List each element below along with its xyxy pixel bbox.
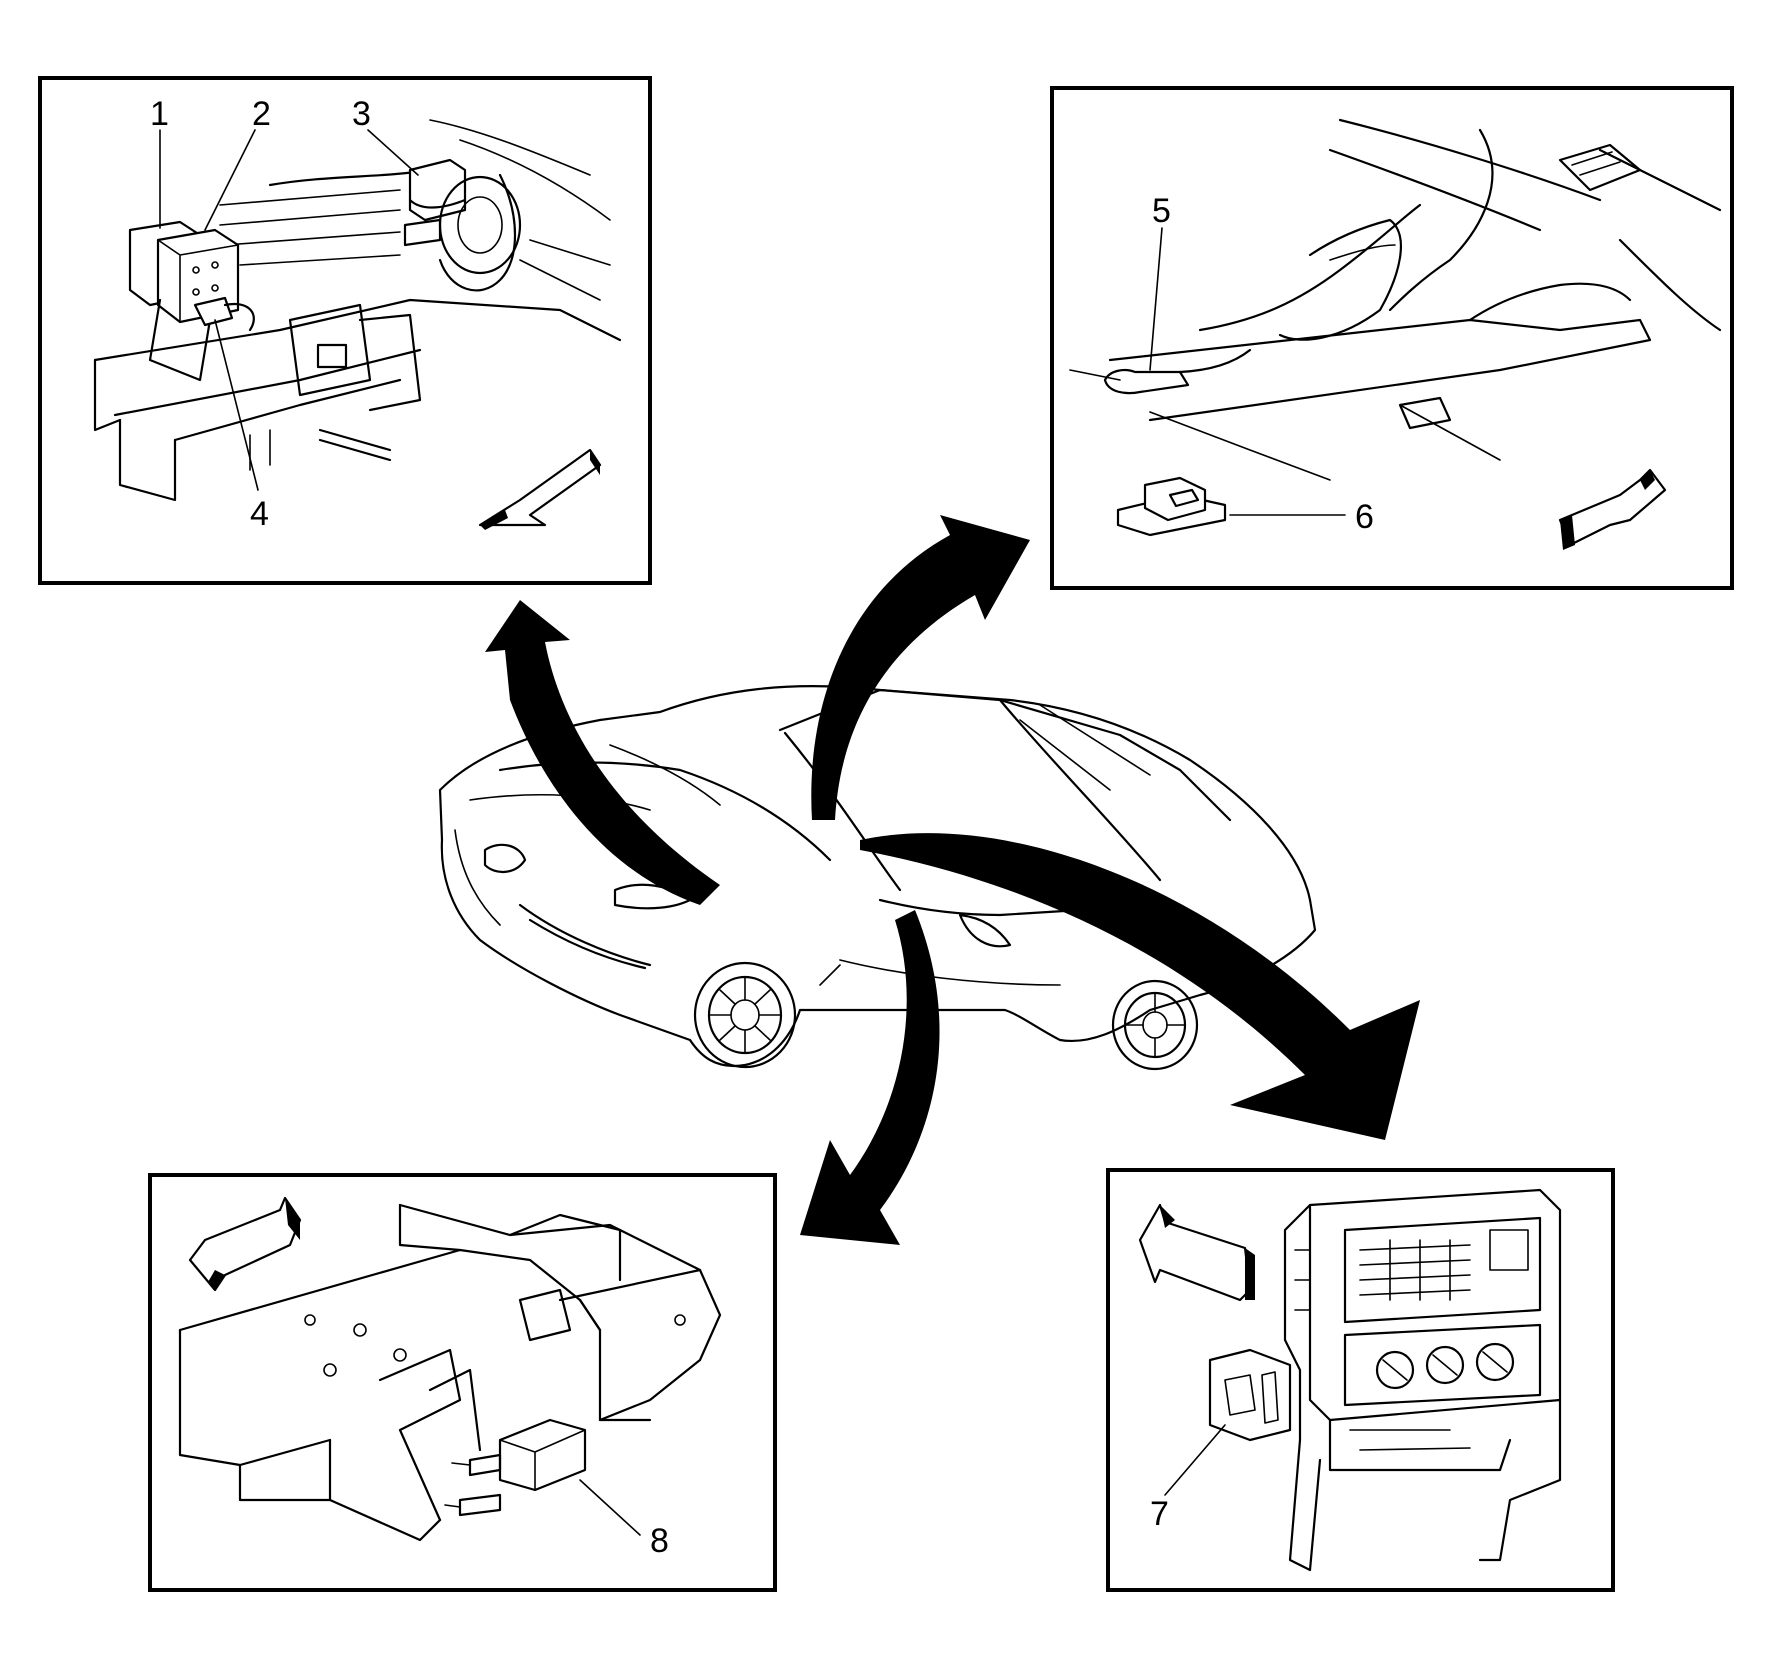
- panel-top-left: 1 2 3 4: [38, 76, 652, 585]
- panel-bottom-right: 7: [1106, 1168, 1615, 1592]
- callout-8: 8: [650, 1522, 669, 1560]
- curved-pointer-arrow-icon: [811, 515, 1030, 820]
- curved-pointer-arrow-icon: [800, 910, 940, 1245]
- callout-3: 3: [352, 95, 371, 133]
- panel-top-right: 5 6: [1050, 86, 1734, 590]
- vehicle-illustration: [438, 685, 1317, 1071]
- pointer-arrows: [485, 515, 1420, 1245]
- brake-switch-8: [444, 1418, 587, 1517]
- callout-7: 7: [1150, 1495, 1169, 1533]
- part-7-module: [1208, 1348, 1292, 1442]
- front-direction-arrow-icon: [1558, 468, 1667, 550]
- front-direction-arrow-icon: [188, 1196, 302, 1292]
- curved-pointer-arrow-icon: [485, 600, 720, 905]
- front-wheel: [693, 961, 797, 1069]
- front-direction-arrow-icon: [478, 448, 602, 530]
- callout-2: 2: [252, 95, 271, 133]
- master-cylinder: [403, 158, 522, 275]
- callout-4: 4: [250, 495, 269, 533]
- front-direction-arrow-icon: [1138, 1203, 1255, 1302]
- curved-pointer-arrow-icon: [860, 833, 1420, 1140]
- rear-wheel: [1111, 979, 1199, 1071]
- panel-bottom-left: 8: [148, 1173, 777, 1592]
- callout-6: 6: [1355, 498, 1374, 536]
- callout-1: 1: [150, 95, 169, 133]
- part-6-bracket: [1116, 476, 1227, 537]
- callout-5: 5: [1152, 192, 1171, 230]
